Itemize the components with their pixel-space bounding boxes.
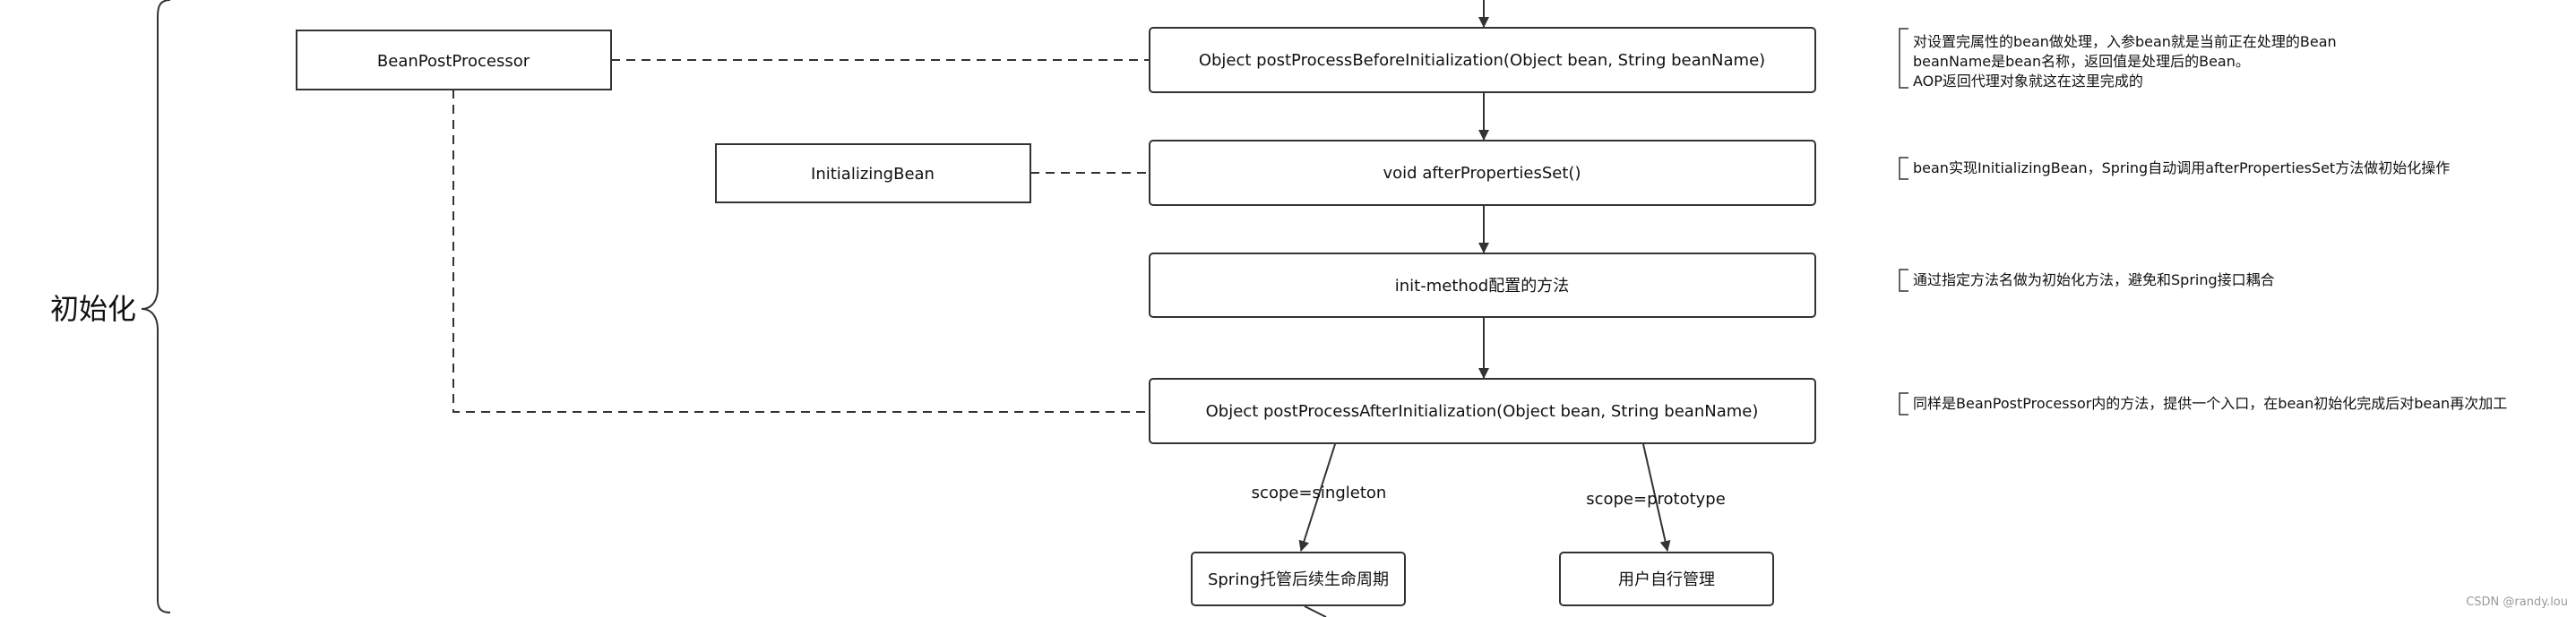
note-before: 对设置完属性的bean做处理，入参bean就是当前正在处理的Bean beanN… xyxy=(1899,28,2337,90)
node-label: InitializingBean xyxy=(811,165,935,184)
edge-label-prototype: scope=prototype xyxy=(1586,490,1726,509)
svg-text:通过指定方法名做为初始化方法，避免和Spring接口耦合: 通过指定方法名做为初始化方法，避免和Spring接口耦合 xyxy=(1913,271,2275,288)
node-after-properties-set: void afterPropertiesSet() xyxy=(1149,140,1816,206)
note-after: 同样是BeanPostProcessor内的方法，提供一个入口，在bean初始化… xyxy=(1899,392,2507,416)
node-user-managed: 用户自行管理 xyxy=(1559,552,1774,606)
node-label: Spring托管后续生命周期 xyxy=(1208,570,1389,589)
edge-after-to-user-managed xyxy=(1642,443,1671,552)
node-label: Object postProcessAfterInitialization(Ob… xyxy=(1206,402,1759,421)
note-line: AOP返回代理对象就这在这里完成的 xyxy=(1913,73,2143,90)
node-spring-managed: Spring托管后续生命周期 xyxy=(1191,552,1406,606)
outgoing-edge xyxy=(1304,605,1327,617)
dash-beanpostprocessor-to-after xyxy=(452,90,1150,413)
note-after-properties-set: bean实现InitializingBean，Spring自动调用afterPr… xyxy=(1899,157,2450,180)
node-label: void afterPropertiesSet() xyxy=(1383,164,1581,183)
node-label: Object postProcessBeforeInitialization(O… xyxy=(1199,51,1765,70)
edge-label-singleton: scope=singleton xyxy=(1252,484,1387,502)
node-initializing-bean: InitializingBean xyxy=(715,143,1031,203)
node-init-method: init-method配置的方法 xyxy=(1149,253,1816,318)
node-post-process-before: Object postProcessBeforeInitialization(O… xyxy=(1149,27,1816,93)
node-bean-post-processor: BeanPostProcessor xyxy=(296,30,612,90)
node-label: BeanPostProcessor xyxy=(377,52,530,71)
note-line: 对设置完属性的bean做处理，入参bean就是当前正在处理的Bean xyxy=(1913,33,2337,50)
svg-text:bean实现InitializingBean，Spring自: bean实现InitializingBean，Spring自动调用afterPr… xyxy=(1913,159,2450,176)
note-line: beanName是bean名称，返回值是处理后的Bean。 xyxy=(1913,53,2250,70)
phase-bracket xyxy=(141,0,171,613)
svg-text:同样是BeanPostProcessor内的方法，提供一个入: 同样是BeanPostProcessor内的方法，提供一个入口，在bean初始化… xyxy=(1913,395,2507,412)
watermark: CSDN @randy.lou xyxy=(2466,596,2568,609)
note-init-method: 通过指定方法名做为初始化方法，避免和Spring接口耦合 xyxy=(1899,269,2275,292)
phase-label: 初始化 xyxy=(50,292,136,326)
node-post-process-after: Object postProcessAfterInitialization(Ob… xyxy=(1149,378,1816,444)
edge-after-to-spring-managed xyxy=(1298,443,1336,552)
node-label: 用户自行管理 xyxy=(1618,570,1715,589)
node-label: init-method配置的方法 xyxy=(1395,277,1569,296)
